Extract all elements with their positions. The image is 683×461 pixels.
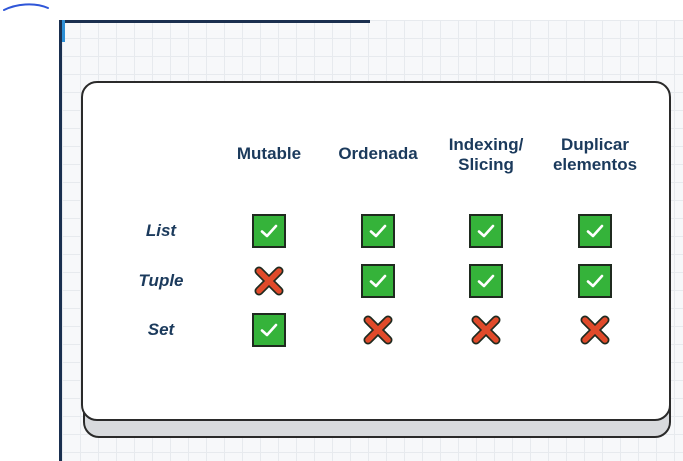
cell-list-duplicar-elementos (578, 214, 612, 248)
cross-icon (578, 313, 612, 347)
column-header-ordenada: Ordenada (338, 144, 418, 163)
cell-tuple-mutable (252, 264, 286, 298)
cell-tuple-duplicar-elementos (578, 264, 612, 298)
cell-tuple-ordenada (361, 264, 395, 298)
cell-list-ordenada (361, 214, 395, 248)
check-icon (469, 264, 503, 298)
column-header-mutable: Mutable (236, 144, 302, 163)
check-icon (361, 264, 395, 298)
cross-icon (469, 313, 503, 347)
cell-list-indexing-slicing (469, 214, 503, 248)
pen-annotation-stroke (3, 3, 49, 11)
cross-icon (252, 264, 286, 298)
cell-set-indexing-slicing (469, 313, 503, 347)
slide: Mutable Ordenada Indexing/ Slicing Duplicar… (59, 20, 683, 461)
check-icon (578, 214, 612, 248)
check-icon (469, 214, 503, 248)
check-icon (578, 264, 612, 298)
slide-top-bar (62, 20, 370, 23)
cross-icon (361, 313, 395, 347)
cell-set-duplicar-elementos (578, 313, 612, 347)
cell-set-ordenada (361, 313, 395, 347)
column-header-duplicar-elementos: Duplicar elementos (552, 135, 638, 174)
column-header-indexing-slicing: Indexing/ Slicing (448, 135, 524, 174)
cell-list-mutable (252, 214, 286, 248)
row-label-tuple: Tuple (138, 271, 184, 290)
check-icon (252, 214, 286, 248)
check-icon (361, 214, 395, 248)
comparison-card (81, 81, 671, 421)
row-label-list: List (145, 221, 177, 240)
slide-corner-accent (62, 20, 65, 42)
cell-tuple-indexing-slicing (469, 264, 503, 298)
cell-set-mutable (252, 313, 286, 347)
row-label-set: Set (147, 320, 175, 339)
check-icon (252, 313, 286, 347)
